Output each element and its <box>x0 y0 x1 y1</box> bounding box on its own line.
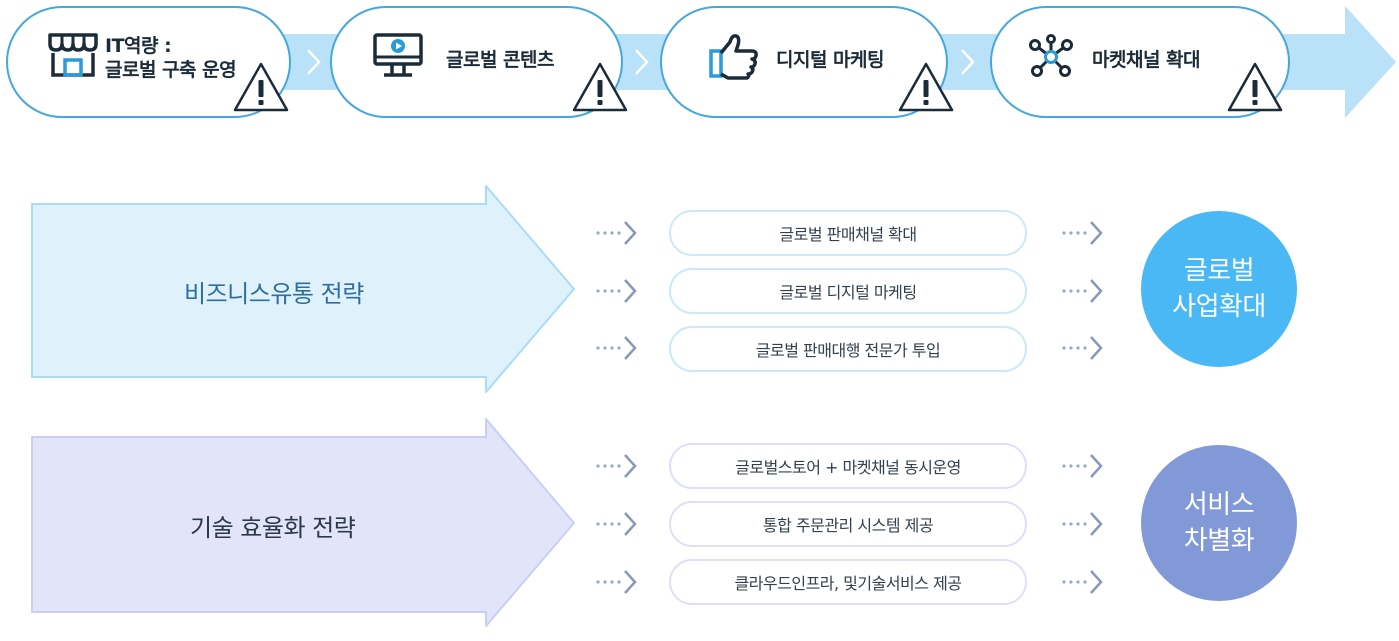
business-strategy-item: 글로벌 판매채널 확대 <box>669 210 1027 256</box>
dotted-arrow-icon <box>596 570 637 594</box>
process-step-global-content: 글로벌 콘텐츠 <box>330 6 628 118</box>
dotted-arrow-icon <box>1062 512 1103 536</box>
process-step-digital-marketing: 디지털 마케팅 <box>660 6 954 118</box>
dotted-arrow-icon <box>596 336 637 360</box>
dotted-arrow-icon <box>1062 570 1103 594</box>
dotted-arrow-icon <box>596 279 637 303</box>
storefront-icon <box>48 33 98 77</box>
business-strategy-item: 글로벌 판매대행 전문가 투입 <box>669 326 1027 372</box>
process-step-label: 디지털 마케팅 <box>776 49 885 71</box>
warning-icon <box>1227 62 1283 112</box>
dotted-arrow-icon <box>1062 221 1103 245</box>
dotted-arrow-icon <box>1062 454 1103 478</box>
business-strategy-title: 비즈니스유통 전략 <box>184 280 364 308</box>
warning-icon <box>572 62 628 112</box>
chevron-right-icon <box>307 49 321 75</box>
monitor-play-icon <box>373 33 423 77</box>
tech-strategy-item: 통합 주문관리 시스템 제공 <box>669 501 1027 547</box>
business-strategy-arrow <box>31 185 575 393</box>
warning-icon <box>898 62 954 112</box>
process-step-label: IT역량 : 글로벌 구축 운영 <box>105 35 237 81</box>
warning-icon <box>233 62 289 112</box>
process-step-it-capability: IT역량 : 글로벌 구축 운영 <box>6 6 291 118</box>
business-outcome-circle: 글로벌 사업확대 <box>1141 211 1297 367</box>
dotted-arrow-icon <box>596 512 637 536</box>
tech-strategy-title: 기술 효율화 전략 <box>190 514 356 542</box>
tech-strategy-item: 클라우드인프라, 및기술서비스 제공 <box>669 559 1027 605</box>
dotted-arrow-icon <box>596 454 637 478</box>
chevron-right-icon <box>961 49 975 75</box>
process-step-label: 글로벌 콘텐츠 <box>446 49 555 71</box>
tech-strategy-item: 글로벌스토어 + 마켓채널 동시운영 <box>669 443 1027 489</box>
process-step-market-channel: 마켓채널 확대 <box>990 6 1290 118</box>
chevron-right-icon <box>635 49 649 75</box>
business-strategy-item: 글로벌 디지털 마케팅 <box>669 268 1027 314</box>
process-step-label: 마켓채널 확대 <box>1092 49 1201 71</box>
network-icon <box>1029 34 1073 77</box>
dotted-arrow-icon <box>596 221 637 245</box>
dotted-arrow-icon <box>1062 279 1103 303</box>
thumbs-up-icon <box>709 34 758 80</box>
dotted-arrow-icon <box>1062 336 1103 360</box>
tech-outcome-circle: 서비스 차별화 <box>1141 445 1297 601</box>
tech-strategy-arrow <box>31 418 575 627</box>
